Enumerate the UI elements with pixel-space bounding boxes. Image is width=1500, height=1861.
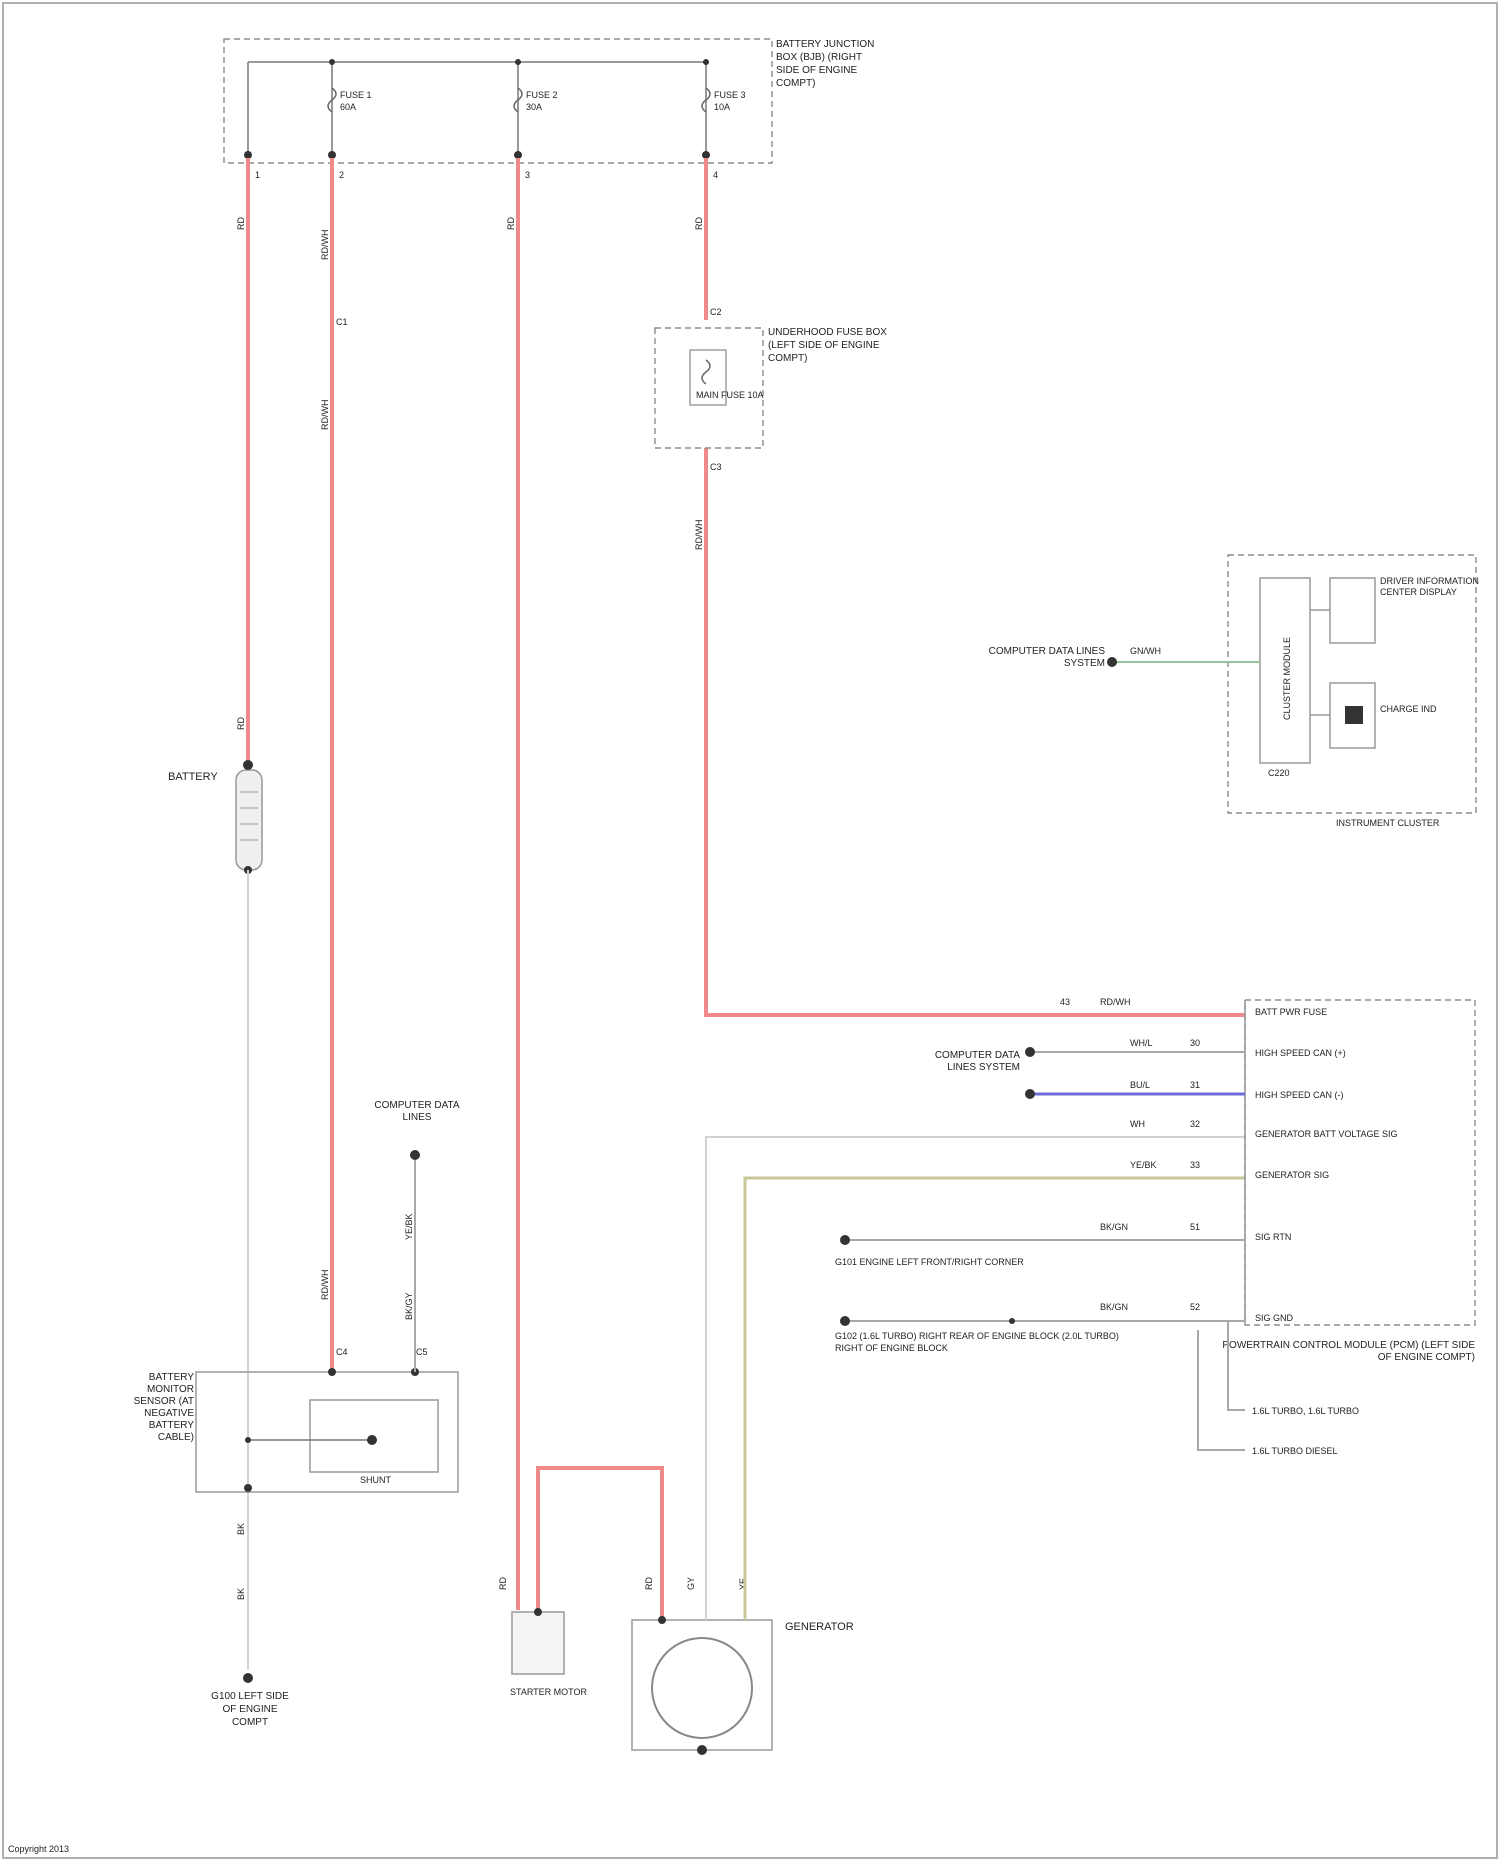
pcm-pin-3-name: HIGH SPEED CAN (-) [1255, 1090, 1344, 1100]
wire-code-w10: RD/WH [320, 1270, 330, 1301]
computer-data-lines-left-label: COMPUTER DATA LINES SYSTEM [920, 1050, 1020, 1074]
wire-code-w6: RD/WH [694, 520, 704, 551]
battery-sensor-label: BATTERY MONITOR SENSOR (AT NEGATIVE BATT… [118, 1372, 194, 1444]
cluster-input-node [1107, 657, 1117, 667]
ground-g100-label: G100 LEFT SIDE OF ENGINE COMPT [210, 1690, 290, 1729]
cluster-input-wire: GN/WH [1130, 646, 1161, 656]
connector-c5: C5 [416, 1347, 428, 1357]
bjb-label: BATTERY JUNCTION BOX (BJB) (RIGHT SIDE O… [776, 38, 886, 90]
computer-data-lines-top-label: COMPUTER DATA LINES [372, 1100, 462, 1124]
fuse-2-name: FUSE 2 [526, 90, 558, 100]
wire-code-w3: RD [506, 217, 516, 230]
ground-g100-node [243, 1673, 253, 1683]
g102-label: G102 (1.6L TURBO) RIGHT REAR OF ENGINE B… [835, 1330, 1135, 1354]
bjb-pin-4: 4 [713, 170, 718, 180]
pcm-pin-3-wire: BU/L [1130, 1080, 1150, 1090]
pcm-pin-6-name: SIG RTN [1255, 1232, 1291, 1242]
pcm-pin-4-name: GENERATOR BATT VOLTAGE SIG [1255, 1129, 1398, 1139]
wire-code-w9: BK [236, 1588, 246, 1600]
wire-code-w4: RD [694, 217, 704, 230]
pcm-pin-4-circuit: 32 [1190, 1119, 1200, 1129]
can-high-node [1025, 1047, 1035, 1057]
wire-code-w12: YE/BK [404, 1213, 414, 1240]
wire-code-w11: BK/GY [404, 1292, 414, 1320]
connector-c1: C1 [336, 317, 348, 327]
sensor-shunt-label: SHUNT [360, 1475, 392, 1485]
pcm-pin-1-wire: RD/WH [1100, 997, 1131, 1007]
wire-code-w2: RD/WH [320, 230, 330, 261]
pcm-variant1-label: 1.6L TURBO, 1.6L TURBO [1252, 1406, 1359, 1416]
fuse-2-rating: 30A [526, 102, 542, 112]
wire-code-w5: RD/WH [320, 400, 330, 431]
cluster-display-label: DRIVER INFORMATION CENTER DISPLAY [1380, 576, 1480, 598]
g102-node [840, 1316, 850, 1326]
wire-code-w8: BK [236, 1523, 246, 1535]
connector-c3: C3 [710, 462, 722, 472]
diagram-frame [3, 3, 1497, 1858]
pcm-pin-7-circuit: 52 [1190, 1302, 1200, 1312]
pcm-pin-7-name: SIG GND [1255, 1313, 1294, 1323]
pcm-pin-4-wire: WH [1130, 1119, 1145, 1129]
pcm-pin-5-circuit: 33 [1190, 1160, 1200, 1170]
generator: GENERATOR [632, 1616, 854, 1755]
g101-label: G101 ENGINE LEFT FRONT/RIGHT CORNER [835, 1257, 1024, 1267]
fuse-1-rating: 60A [340, 102, 356, 112]
cluster-input-label: COMPUTER DATA LINES SYSTEM [980, 646, 1105, 670]
computer-data-lines-top-node [410, 1150, 420, 1160]
wire-code-w13: RD [498, 1577, 508, 1590]
underhood-fuse-box-label: UNDERHOOD FUSE BOX (LEFT SIDE OF ENGINE … [768, 326, 898, 365]
battery: BATTERY [168, 760, 262, 874]
pcm-pin-5-wire: YE/BK [1130, 1160, 1157, 1170]
connector-c4: C4 [336, 1347, 348, 1357]
wire-code-w7: RD [236, 717, 246, 730]
pcm-pin-6-circuit: 51 [1190, 1222, 1200, 1232]
fuse-1-name: FUSE 1 [340, 90, 372, 100]
bjb-pin-2: 2 [339, 170, 344, 180]
pcm-pin-1-circuit: 43 [1060, 997, 1070, 1007]
pcm-label: POWERTRAIN CONTROL MODULE (PCM) (LEFT SI… [1215, 1340, 1475, 1364]
pcm-pin-2-name: HIGH SPEED CAN (+) [1255, 1048, 1346, 1058]
pcm-pin-2-wire: WH/L [1130, 1038, 1153, 1048]
pcm-pin-2-circuit: 30 [1190, 1038, 1200, 1048]
wire-fusebox-to-pcm [706, 448, 1245, 1015]
instrument-cluster: CLUSTER MODULE DRIVER INFORMATION CENTER… [1228, 555, 1480, 828]
generator-label: GENERATOR [785, 1621, 854, 1633]
wire-code-w1: RD [236, 217, 246, 230]
can-low-node [1025, 1089, 1035, 1099]
pcm-variant2-label: 1.6L TURBO DIESEL [1252, 1446, 1338, 1456]
cluster-lamp-label: CHARGE IND [1380, 704, 1437, 714]
pcm-pin-1-name: BATT PWR FUSE [1255, 1007, 1327, 1017]
pcm-pin-5-name: GENERATOR SIG [1255, 1170, 1329, 1180]
bjb-pin-1: 1 [255, 170, 260, 180]
wire-starter-to-generator [538, 1468, 662, 1620]
underhood-fuse-box: MAIN FUSE 10A UNDERHOOD FUSE BOX (LEFT S… [655, 326, 898, 448]
cluster-label: INSTRUMENT CLUSTER [1336, 818, 1440, 828]
wire-gen-signal [745, 1178, 1245, 1620]
battery-monitor-sensor: SHUNT BATTERY MONITOR SENSOR (AT NEGATIV… [118, 1368, 458, 1492]
battery-junction-box: FUSE 1 60A FUSE 2 30A FUSE 3 10A 1 2 3 4… [224, 38, 886, 180]
starter-label: STARTER MOTOR [510, 1687, 588, 1697]
cluster-module-label: CLUSTER MODULE [1282, 637, 1292, 720]
footer-copyright: Copyright 2013 [8, 1844, 69, 1854]
wire-code-w15: GY [686, 1577, 696, 1590]
wire-code-w14: RD [644, 1577, 654, 1590]
cluster-connector: C220 [1268, 768, 1290, 778]
fuse-3-rating: 10A [714, 102, 730, 112]
g101-node [840, 1235, 850, 1245]
fuse-3-name: FUSE 3 [714, 90, 746, 100]
wire-gen-batt-voltage [706, 1137, 1245, 1620]
battery-label: BATTERY [168, 771, 218, 783]
pcm-pin-3-circuit: 31 [1190, 1080, 1200, 1090]
starter-motor: STARTER MOTOR [510, 1608, 588, 1697]
underhood-fuse-label: MAIN FUSE 10A [696, 390, 764, 400]
pcm-pin-7-wire: BK/GN [1100, 1302, 1128, 1312]
connector-c2: C2 [710, 307, 722, 317]
pcm-pin-6-wire: BK/GN [1100, 1222, 1128, 1232]
bjb-pin-3: 3 [525, 170, 530, 180]
